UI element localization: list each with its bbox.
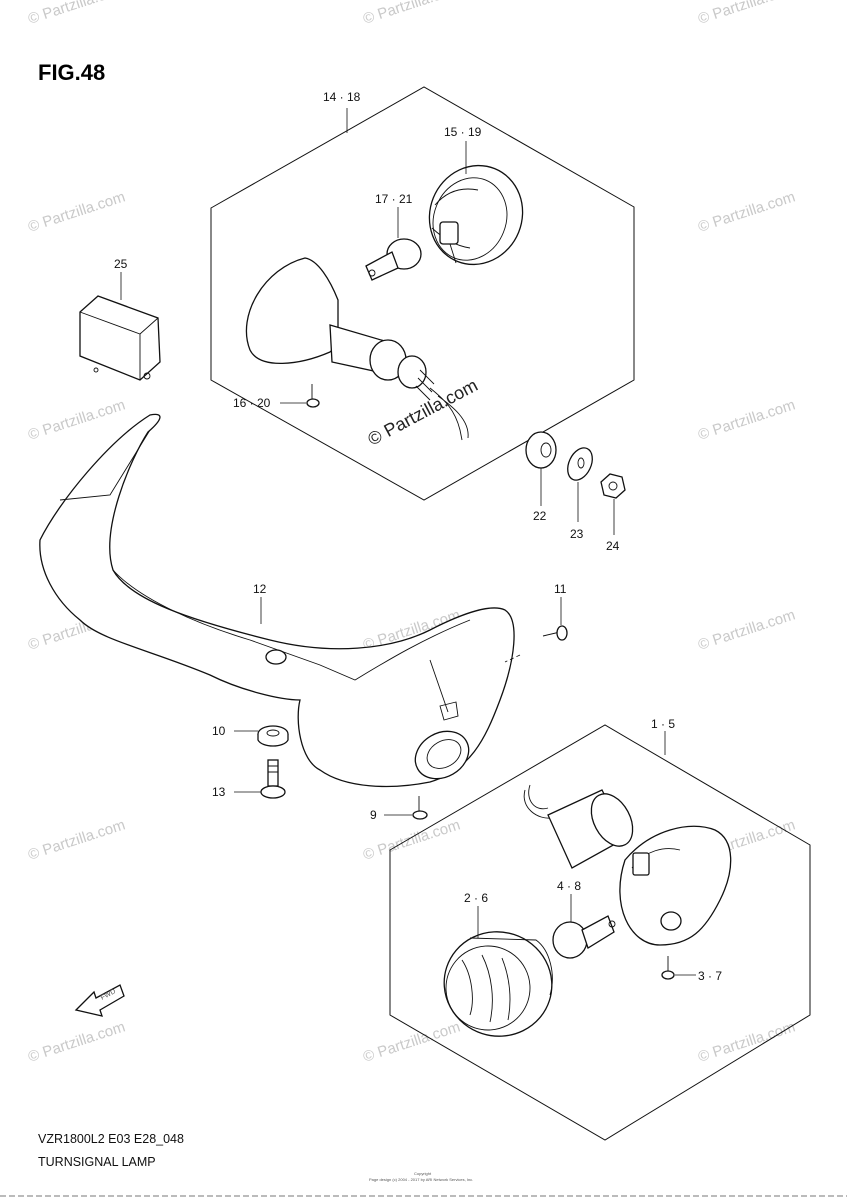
watermark: © Partzilla.com [361,1018,462,1065]
callout-9: 9 [370,808,377,822]
washer-part [567,447,593,481]
watermark: © Partzilla.com [696,396,797,443]
watermark: © Partzilla.com [26,816,127,863]
rear-signal-housing-part [245,257,469,441]
bracket-screw-part [504,625,568,663]
copyright-line-1: Copyright [414,1171,432,1176]
housing-screw-part [306,384,320,408]
callout-14-18: 14 · 18 [323,90,361,104]
front-lens-part [443,931,553,1037]
collar-bolt-part [260,759,286,799]
figure-title: FIG.48 [38,60,105,85]
nut-part [600,473,626,499]
front-signal-housing-part [523,784,732,946]
watermark: © Partzilla.com [696,606,797,653]
watermark: © Partzilla.com [696,1018,797,1065]
section-name: TURNSIGNAL LAMP [38,1155,156,1169]
callout-17-21: 17 · 21 [375,192,413,206]
watermark-main: © Partzilla.com [364,375,480,450]
copyright-line-2: Page design (c) 2004 - 2017 by ARI Netwo… [369,1177,473,1182]
forward-direction-arrow: FWD [74,984,125,1017]
front-bulb-part [552,915,616,959]
callout-4-8: 4 · 8 [557,879,581,893]
watermark: © Partzilla.com [361,0,462,28]
small-screw-part [412,796,428,820]
callout-22: 22 [533,509,547,523]
rear-bulb-part [365,238,422,281]
watermark: © Partzilla.com [361,816,462,863]
watermark: © Partzilla.com [26,0,127,28]
callout-10: 10 [212,724,226,738]
callout-11: 11 [554,582,567,596]
callout-13: 13 [212,785,226,799]
callout-15-19: 15 · 19 [444,125,482,139]
callout-1-5: 1 · 5 [651,717,675,731]
callout-16-20: 16 · 20 [233,396,271,410]
rubber-grommet-part [257,725,289,747]
relay-part [79,295,161,381]
watermark: © Partzilla.com [26,396,127,443]
signal-bracket-part [39,413,515,788]
callout-2-6: 2 · 6 [464,891,488,905]
model-code: VZR1800L2 E03 E28_048 [38,1132,184,1146]
watermark: © Partzilla.com [696,188,797,235]
callout-25: 25 [114,257,128,271]
watermark: © Partzilla.com [26,188,127,235]
lower-lamp-group-outline [389,724,811,1141]
upper-lamp-group-outline [210,86,635,501]
lens-screw-part [661,956,675,980]
rear-lens-part [428,164,524,266]
callout-23: 23 [570,527,584,541]
callout-3-7: 3 · 7 [698,969,722,983]
callout-12: 12 [253,582,267,596]
watermark: © Partzilla.com [26,1018,127,1065]
watermark: © Partzilla.com [696,0,797,28]
callout-24: 24 [606,539,620,553]
grommet-part [525,431,557,469]
